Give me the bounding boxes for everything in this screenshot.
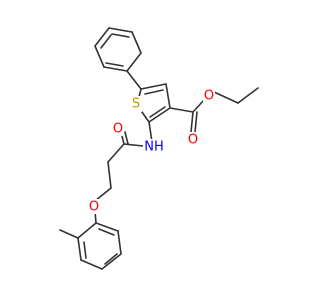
atom-label-layer: S O O NH O O xyxy=(88,88,215,215)
bond xyxy=(95,222,119,232)
molecule-canvas: S O O NH O O xyxy=(59,27,259,270)
bond xyxy=(80,259,103,270)
bond xyxy=(148,121,153,143)
amide-oxygen: O xyxy=(112,121,124,137)
ester-carbonyl-oxygen: O xyxy=(187,132,199,148)
bond xyxy=(148,107,171,123)
amide-oxygen-label: O xyxy=(113,122,123,137)
sulfur-label: S xyxy=(132,97,140,112)
bond xyxy=(83,241,87,259)
bond xyxy=(213,91,239,104)
bond xyxy=(77,237,82,261)
ester-carbonyl-oxygen-label: O xyxy=(188,133,198,148)
bond xyxy=(100,34,112,49)
bond xyxy=(194,111,198,133)
bond xyxy=(107,161,112,189)
bond xyxy=(103,66,128,72)
bond xyxy=(98,228,115,236)
ester-ether-oxygen: O xyxy=(203,88,215,104)
bond xyxy=(144,89,164,95)
bond xyxy=(165,83,171,109)
bond xyxy=(94,187,112,202)
bond xyxy=(123,143,144,147)
bond xyxy=(107,143,125,163)
amide-nitrogen-label: NH xyxy=(144,140,164,155)
sulfur-atom: S xyxy=(130,96,142,112)
bond xyxy=(94,45,105,68)
bond xyxy=(149,106,166,118)
bond xyxy=(124,131,129,145)
bond xyxy=(126,70,142,90)
bond xyxy=(131,31,142,54)
bond xyxy=(105,62,124,67)
bond xyxy=(104,253,118,265)
aryl-ether-oxygen: O xyxy=(88,199,100,215)
bond xyxy=(126,52,142,72)
bond xyxy=(94,27,110,47)
amide-nitrogen: NH xyxy=(143,139,165,155)
bond xyxy=(192,99,205,113)
bond xyxy=(190,111,194,133)
bond xyxy=(117,230,122,255)
bond xyxy=(77,222,97,239)
aryl-ether-oxygen-label: O xyxy=(89,200,99,215)
ester-ether-oxygen-label: O xyxy=(204,89,214,104)
bond xyxy=(111,33,130,38)
bond xyxy=(169,107,194,113)
bond xyxy=(108,27,133,33)
bond xyxy=(59,229,79,239)
bond xyxy=(237,87,259,104)
bond xyxy=(140,83,167,90)
structure-diagram: S O O NH O O xyxy=(59,27,259,270)
bond xyxy=(101,253,122,270)
